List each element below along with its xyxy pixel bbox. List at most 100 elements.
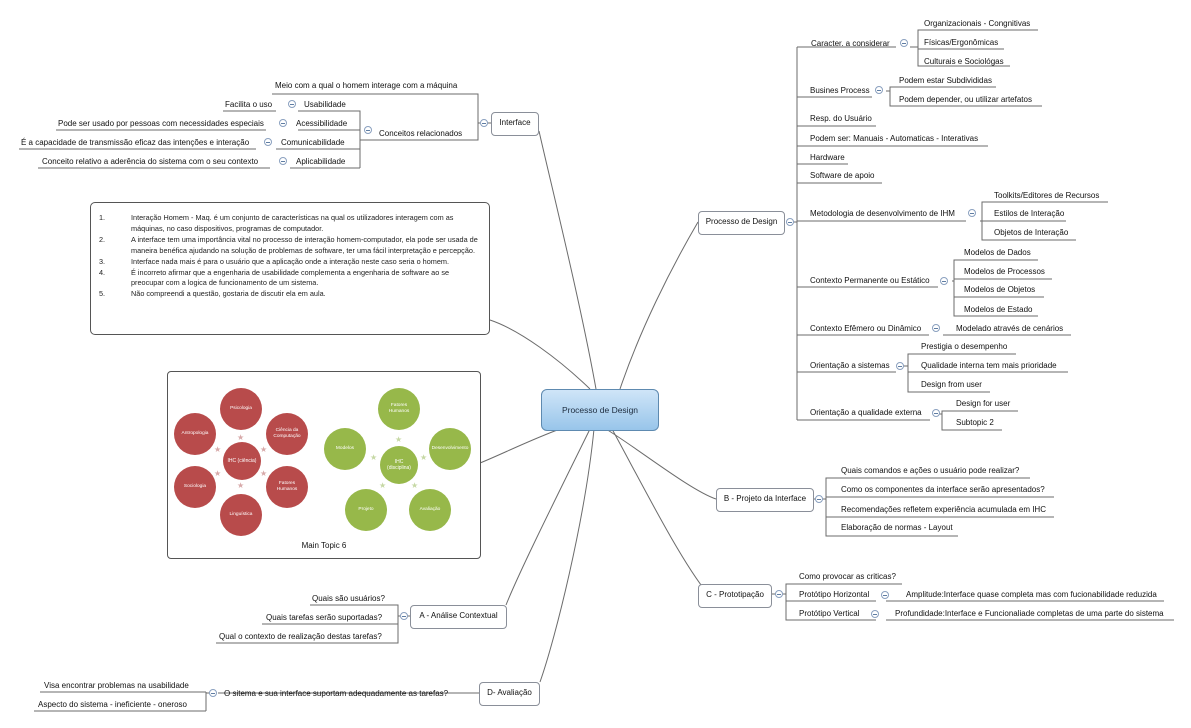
collapse-icon[interactable] bbox=[775, 590, 783, 598]
prototipo-vertical-detail[interactable]: Profundidade:Interface e Funcionaliade c… bbox=[895, 609, 1164, 618]
acessibilidade-detail[interactable]: Pode ser usado por pessoas com necessida… bbox=[58, 119, 264, 128]
node-modelos: Modelos bbox=[324, 428, 366, 470]
contexto-permanente[interactable]: Contexto Permanente ou Estático bbox=[810, 276, 930, 285]
orient-sis-item[interactable]: Prestigia o desempenho bbox=[921, 342, 1008, 351]
busines-item[interactable]: Podem depender, ou utilizar artefatos bbox=[899, 95, 1032, 104]
topic-analise-contextual[interactable]: A - Análise Contextual bbox=[410, 605, 507, 629]
collapse-icon[interactable] bbox=[968, 209, 976, 217]
orient-qual-item[interactable]: Subtopic 2 bbox=[956, 418, 994, 427]
collapse-icon[interactable] bbox=[480, 119, 488, 127]
collapse-icon[interactable] bbox=[364, 126, 372, 134]
avaliacao-item[interactable]: Aspecto do sistema - ineficiente - onero… bbox=[38, 700, 187, 709]
node-fatores-humanos: Fatores Humanos bbox=[266, 466, 308, 508]
collapse-icon[interactable] bbox=[209, 689, 217, 697]
projeto-item[interactable]: Elaboração de normas - Layout bbox=[841, 523, 953, 532]
collapse-icon[interactable] bbox=[279, 119, 287, 127]
orient-sis-item[interactable]: Design from user bbox=[921, 380, 982, 389]
conceitos-relacionados[interactable]: Conceitos relacionados bbox=[379, 129, 463, 138]
analise-item[interactable]: Qual o contexto de realização destas tar… bbox=[219, 632, 382, 641]
node-antropologia: Antropologia bbox=[174, 413, 216, 455]
busines-process[interactable]: Busines Process bbox=[810, 86, 870, 95]
collapse-icon[interactable] bbox=[871, 610, 879, 618]
metodologia-item[interactable]: Toolkits/Editores de Recursos bbox=[994, 191, 1100, 200]
collapse-icon[interactable] bbox=[815, 495, 823, 503]
collapse-icon[interactable] bbox=[940, 277, 948, 285]
collapse-icon[interactable] bbox=[900, 39, 908, 47]
topic-prototipacao[interactable]: C - Prototipação bbox=[698, 584, 772, 608]
podem-ser[interactable]: Podem ser: Manuais - Automaticas - Inter… bbox=[810, 134, 979, 143]
caracter-item[interactable]: Culturais e Sociológas bbox=[924, 57, 1004, 66]
star-icon: ★ bbox=[260, 445, 268, 454]
contexto-perm-item[interactable]: Modelos de Objetos bbox=[964, 285, 1036, 294]
usabilidade-detail[interactable]: Facilita o uso bbox=[225, 100, 273, 109]
aplicabilidade[interactable]: Aplicabilidade bbox=[296, 157, 346, 166]
collapse-icon[interactable] bbox=[875, 86, 883, 94]
orient-sis-item[interactable]: Qualidade interna tem mais prioridade bbox=[921, 361, 1057, 370]
node-psicologia: Psicologia bbox=[220, 388, 262, 430]
projeto-item[interactable]: Recomendações refletem experiência acumu… bbox=[841, 505, 1046, 514]
topic-projeto-interface[interactable]: B - Projeto da Interface bbox=[716, 488, 814, 512]
collapse-icon[interactable] bbox=[400, 612, 408, 620]
note-item: 3.Interface nada mais é para o usuário q… bbox=[99, 256, 450, 266]
software-apoio[interactable]: Software de apoio bbox=[810, 171, 875, 180]
star-icon: ★ bbox=[420, 453, 428, 462]
usabilidade[interactable]: Usabilidade bbox=[304, 100, 346, 109]
topic-processo-design[interactable]: Processo de Design bbox=[698, 211, 785, 235]
image-topic[interactable]: IHC (ciência) Psicologia Ciência da Comp… bbox=[167, 371, 481, 559]
node-ciencia-computacao: Ciência da Computação bbox=[266, 413, 308, 455]
central-topic[interactable]: Processo de Design bbox=[541, 389, 659, 431]
star-icon: ★ bbox=[260, 469, 268, 478]
interface-meio[interactable]: Meio com a qual o homem interage com a m… bbox=[275, 81, 458, 90]
contexto-perm-item[interactable]: Modelos de Dados bbox=[964, 248, 1031, 257]
busines-item[interactable]: Podem estar Subdivididas bbox=[899, 76, 992, 85]
resp-usuario[interactable]: Resp. do Usuário bbox=[810, 114, 872, 123]
star-icon: ★ bbox=[237, 433, 245, 442]
collapse-icon[interactable] bbox=[786, 218, 794, 226]
node-desenvolvimento: Desenvolvimento bbox=[429, 428, 471, 470]
orientacao-sistemas[interactable]: Orientação a sistemas bbox=[810, 361, 890, 370]
topic-avaliacao[interactable]: D- Avaliação bbox=[479, 682, 540, 706]
avaliacao-question[interactable]: O sitema e sua interface suportam adequa… bbox=[224, 689, 449, 698]
acessibilidade[interactable]: Acessibilidade bbox=[296, 119, 348, 128]
analise-item[interactable]: Quais são usuários? bbox=[312, 594, 385, 603]
collapse-icon[interactable] bbox=[881, 591, 889, 599]
analise-item[interactable]: Quais tarefas serão suportadas? bbox=[266, 613, 383, 622]
orient-qual-item[interactable]: Design for user bbox=[956, 399, 1011, 408]
collapse-icon[interactable] bbox=[932, 409, 940, 417]
prototipo-vertical[interactable]: Protótipo Vertical bbox=[799, 609, 860, 618]
avaliacao-item[interactable]: Visa encontrar problemas na usabilidade bbox=[44, 681, 189, 690]
caracter-item[interactable]: Físicas/Ergonômicas bbox=[924, 38, 999, 47]
metodologia-item[interactable]: Objetos de Interação bbox=[994, 228, 1069, 237]
metodologia[interactable]: Metodologia de desenvolvimento de IHM bbox=[810, 209, 955, 218]
collapse-icon[interactable] bbox=[279, 157, 287, 165]
projeto-item[interactable]: Como os componentes da interface serão a… bbox=[841, 485, 1045, 494]
contexto-ef-item[interactable]: Modelado através de cenários bbox=[956, 324, 1064, 333]
metodologia-item[interactable]: Estilos de Interação bbox=[994, 209, 1065, 218]
comunicabilidade-detail[interactable]: É a capacidade de transmissão eficaz das… bbox=[21, 138, 250, 147]
prototipo-horizontal[interactable]: Protótipo Horizontal bbox=[799, 590, 870, 599]
star-icon: ★ bbox=[370, 453, 378, 462]
hardware[interactable]: Hardware bbox=[810, 153, 845, 162]
notes-box[interactable]: 1.Interação Homem - Maq. é um conjunto d… bbox=[90, 202, 490, 335]
collapse-icon[interactable] bbox=[932, 324, 940, 332]
contexto-perm-item[interactable]: Modelos de Estado bbox=[964, 305, 1033, 314]
orientacao-qualidade[interactable]: Orientação a qualidade externa bbox=[810, 408, 922, 417]
node-projeto: Projeto bbox=[345, 489, 387, 531]
contexto-perm-item[interactable]: Modelos de Processos bbox=[964, 267, 1045, 276]
node-avaliacao: Avaliação bbox=[409, 489, 451, 531]
prototipo-horizontal-detail[interactable]: Amplitude:Interface quase completa mas c… bbox=[906, 590, 1157, 599]
node-sociologia: Sociologia bbox=[174, 466, 216, 508]
contexto-efemero[interactable]: Contexto Efêmero ou Dinâmico bbox=[810, 324, 922, 333]
projeto-item[interactable]: Quais comandos e ações o usuário pode re… bbox=[841, 466, 1020, 475]
caracter-considerar[interactable]: Caracter. a considerar bbox=[811, 39, 890, 48]
collapse-icon[interactable] bbox=[288, 100, 296, 108]
como-provocar[interactable]: Como provocar as criticas? bbox=[799, 572, 896, 581]
node-fatores-humanos-green: Fatores Humanos bbox=[378, 388, 420, 430]
collapse-icon[interactable] bbox=[264, 138, 272, 146]
topic-interface[interactable]: Interface bbox=[491, 112, 539, 136]
comunicabilidade[interactable]: Comunicabilidade bbox=[281, 138, 345, 147]
caracter-item[interactable]: Organizacionais - Congnitivas bbox=[924, 19, 1031, 28]
aplicabilidade-detail[interactable]: Conceito relativo a aderência do sistema… bbox=[42, 157, 259, 166]
collapse-icon[interactable] bbox=[896, 362, 904, 370]
